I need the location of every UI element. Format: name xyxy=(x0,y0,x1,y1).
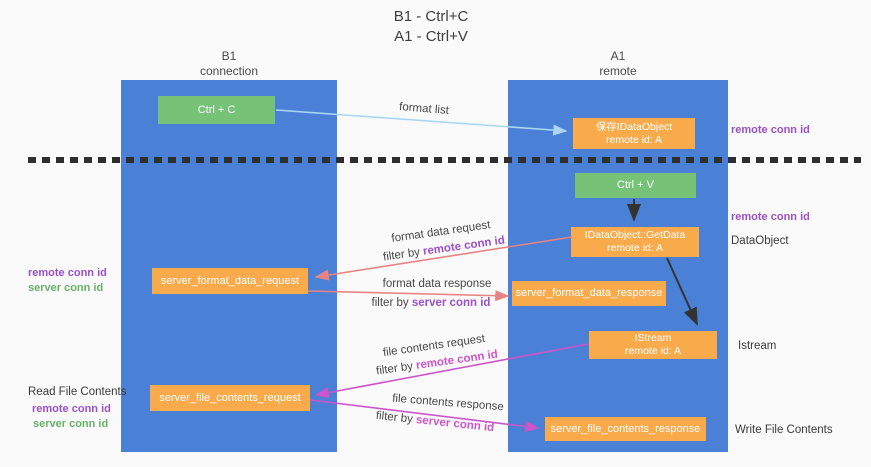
istream-node: IStream remote id: A xyxy=(589,331,717,359)
left-column-subtitle: connection xyxy=(199,64,259,78)
istream-line2: remote id: A xyxy=(624,345,682,357)
right-column-header: A1 remote xyxy=(518,49,718,79)
ctrl-v-label: Ctrl + V xyxy=(617,179,654,191)
title-line-1: B1 - Ctrl+C xyxy=(393,8,469,25)
ctrl-c-label: Ctrl + C xyxy=(197,103,236,116)
server-conn-id-highlight: server conn id xyxy=(411,297,491,309)
filter-prefix: filter by xyxy=(371,297,412,309)
right-remote-conn-id-2: remote conn id xyxy=(731,211,810,223)
left-server-conn-id-1: server conn id xyxy=(28,282,104,294)
right-column-name: A1 xyxy=(610,49,626,63)
ctrl-v-node: Ctrl + V xyxy=(575,173,696,198)
left-remote-conn-id-2: remote conn id xyxy=(32,403,111,415)
ctrl-c-node: Ctrl + C xyxy=(158,96,275,124)
server-format-data-request-label: server_format_data_request xyxy=(160,274,300,287)
save-idataobject-node: 保存IDataObject remote id: A xyxy=(573,118,695,149)
getdata-line2: remote id: A xyxy=(606,242,664,254)
left-remote-conn-id-1: remote conn id xyxy=(28,267,107,279)
server-file-contents-request-node: server_file_contents_request xyxy=(150,385,310,411)
getdata-line1: IDataObject::GetData xyxy=(584,229,686,241)
title-line-2: A1 - Ctrl+V xyxy=(394,28,468,45)
filter-prefix: filter by xyxy=(375,409,417,426)
server-format-data-response-node: server_format_data_response xyxy=(512,281,666,306)
server-file-contents-response-node: server_file_contents_response xyxy=(545,417,706,441)
istream-line1: IStream xyxy=(634,332,672,344)
save-idataobject-line2: remote id: A xyxy=(605,133,663,146)
format-list-arrow-label: format list xyxy=(398,101,450,117)
format-data-response-arrow xyxy=(307,290,510,302)
session-separator-dashed-line xyxy=(28,157,861,163)
server-conn-id-highlight: server conn id xyxy=(415,414,495,435)
server-file-contents-response-label: server_file_contents_response xyxy=(550,422,701,435)
save-idataobject-line1: 保存IDataObject xyxy=(595,120,673,133)
left-column-header: B1 connection xyxy=(129,49,329,79)
filter-by-server-conn-id-label-2: filter by server conn id xyxy=(375,410,494,434)
left-column-name: B1 xyxy=(221,49,237,63)
filter-prefix: filter by xyxy=(382,245,424,264)
left-server-conn-id-2: server conn id xyxy=(33,418,109,430)
right-write-file-contents-label: Write File Contents xyxy=(735,424,833,436)
filter-prefix: filter by xyxy=(375,359,417,378)
right-column-subtitle: remote xyxy=(599,64,637,78)
right-remote-conn-id-1: remote conn id xyxy=(731,124,810,136)
right-dataobject-label: DataObject xyxy=(731,235,789,247)
right-istream-label: Istream xyxy=(738,340,777,352)
diagram-title: B1 - Ctrl+C A1 - Ctrl+V xyxy=(311,7,551,47)
server-format-data-response-label: server_format_data_response xyxy=(515,287,663,299)
idataobject-getdata-node: IDataObject::GetData remote id: A xyxy=(571,227,699,257)
file-contents-response-arrow-label: file contents response xyxy=(391,392,505,414)
server-format-data-request-node: server_format_data_request xyxy=(152,268,308,294)
format-data-response-arrow-label: format data response xyxy=(382,278,492,290)
left-read-file-contents-label: Read File Contents xyxy=(28,386,127,398)
filter-by-server-conn-id-label-1: filter by server conn id xyxy=(372,297,491,309)
server-file-contents-request-label: server_file_contents_request xyxy=(159,391,301,404)
